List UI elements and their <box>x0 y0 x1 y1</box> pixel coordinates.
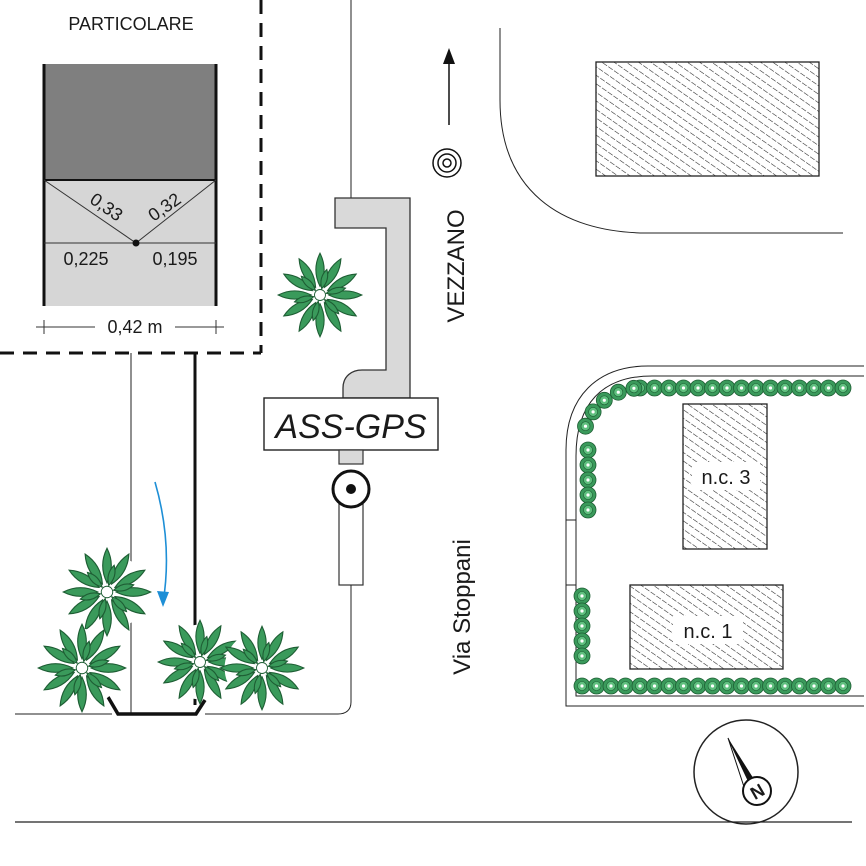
hedge-bush-icon <box>577 417 594 435</box>
pipe-system: ASS-GPS <box>263 0 439 715</box>
hedge-bush-icon <box>733 379 750 397</box>
pipe-connector <box>338 449 364 465</box>
hedge-bush-icon <box>579 471 597 489</box>
hedge-bush-icon <box>776 379 794 397</box>
hedge-bush-icon <box>595 391 613 409</box>
detail-title: PARTICOLARE <box>68 14 193 34</box>
hedge-bush-icon <box>573 632 591 650</box>
building-nc1-label: n.c. 1 <box>684 621 733 643</box>
detail-diagonal-left <box>43 179 137 244</box>
flow-arrow-icon <box>154 481 168 604</box>
width-label: 0,42 m <box>107 317 162 337</box>
hedge-bush-icon <box>776 677 794 695</box>
detail-upper-section <box>44 64 216 180</box>
hedge-bush-icon <box>573 587 591 605</box>
hedge-bush-icon <box>762 677 779 695</box>
hedge-bush-icon <box>609 383 627 401</box>
compass-rose-icon: N <box>693 719 799 825</box>
hedge-bush-icon <box>733 677 750 695</box>
detail-diagonal-right <box>135 179 217 244</box>
hedge-bush-icon <box>747 677 765 695</box>
lot-outer-curb <box>565 365 864 707</box>
hedge-bush-icon <box>820 379 837 397</box>
hedge-bush-icon <box>791 677 808 695</box>
hedge-bush-icon <box>718 379 736 397</box>
hedge-bush-icon <box>805 379 823 397</box>
measure-point-icon <box>132 239 140 247</box>
building-nc3-label: n.c. 3 <box>702 467 751 489</box>
building-nc3-label-bg <box>692 462 760 490</box>
road-curb-north <box>499 28 843 234</box>
hedge-bush-icon <box>718 677 736 695</box>
hedge-bush-icon <box>573 647 591 665</box>
hedge-bush-icon <box>704 379 721 397</box>
hedge-bush-icon <box>791 379 808 397</box>
hedge-bush-icon <box>579 501 597 519</box>
hedge-bush-icon <box>675 677 692 695</box>
hedge-bush-icon <box>675 379 692 397</box>
seg-right-label: 0,195 <box>152 249 197 269</box>
hedge-bush-icon <box>573 617 591 635</box>
hedge-bush-icon <box>579 486 597 504</box>
building-north <box>595 61 820 177</box>
hedge-bush-icon <box>820 677 837 695</box>
hedge-bush-icon <box>579 456 597 474</box>
hedge-bush-icon <box>646 379 663 397</box>
hedge-bush-icon <box>579 441 597 459</box>
detail-inset: PARTICOLARE 0,33 0,32 0,225 0,195 0,42 m <box>0 0 263 355</box>
seg-left-label: 0,225 <box>63 249 108 269</box>
shrub-icon <box>219 625 305 711</box>
instrument-label: ASS-GPS <box>273 408 426 446</box>
lot-inner-curb <box>575 375 864 697</box>
shrubs <box>37 252 363 713</box>
hedge-bush-icon <box>602 677 620 695</box>
channel-bottom <box>106 696 207 716</box>
lot-block: n.c. 3 n.c. 1 <box>565 365 864 707</box>
north-east-block <box>499 28 843 234</box>
road-label-street: Via Stoppani <box>449 539 476 675</box>
hedge-bush-icon <box>689 379 707 397</box>
hedge-bush-icon <box>805 677 823 695</box>
hedge-bush-icon <box>588 677 605 695</box>
hedge-bush-icon <box>573 602 591 620</box>
sensor-dot <box>346 484 356 494</box>
shrub-icon <box>277 252 363 338</box>
shrub-icon <box>62 547 152 637</box>
road-label-vezzano: VEZZANO <box>443 209 470 322</box>
shrub-icon <box>37 623 127 713</box>
concentric-target-icon <box>432 148 462 178</box>
pipe-cable-bottom <box>330 585 352 715</box>
hedge-bush-icon <box>646 677 663 695</box>
hedge-bush-icon <box>762 379 779 397</box>
hedge-bush-icon <box>625 379 643 397</box>
hedge-bush-icon <box>704 677 721 695</box>
hedge-bush-icon <box>747 379 765 397</box>
road-indicator: VEZZANO Via Stoppani <box>432 48 476 675</box>
hedge-bush-icon <box>689 677 707 695</box>
hedge-bush-icon <box>660 379 678 397</box>
hedge-bush-icon <box>834 379 852 397</box>
hedge-bush-icon <box>631 677 649 695</box>
hedge-bush-icon <box>573 677 591 695</box>
hedge-bush-icon <box>660 677 678 695</box>
hedge-bush-icon <box>834 677 852 695</box>
building-nc1-label-bg <box>673 616 743 644</box>
hedge-bush-icon <box>617 677 634 695</box>
